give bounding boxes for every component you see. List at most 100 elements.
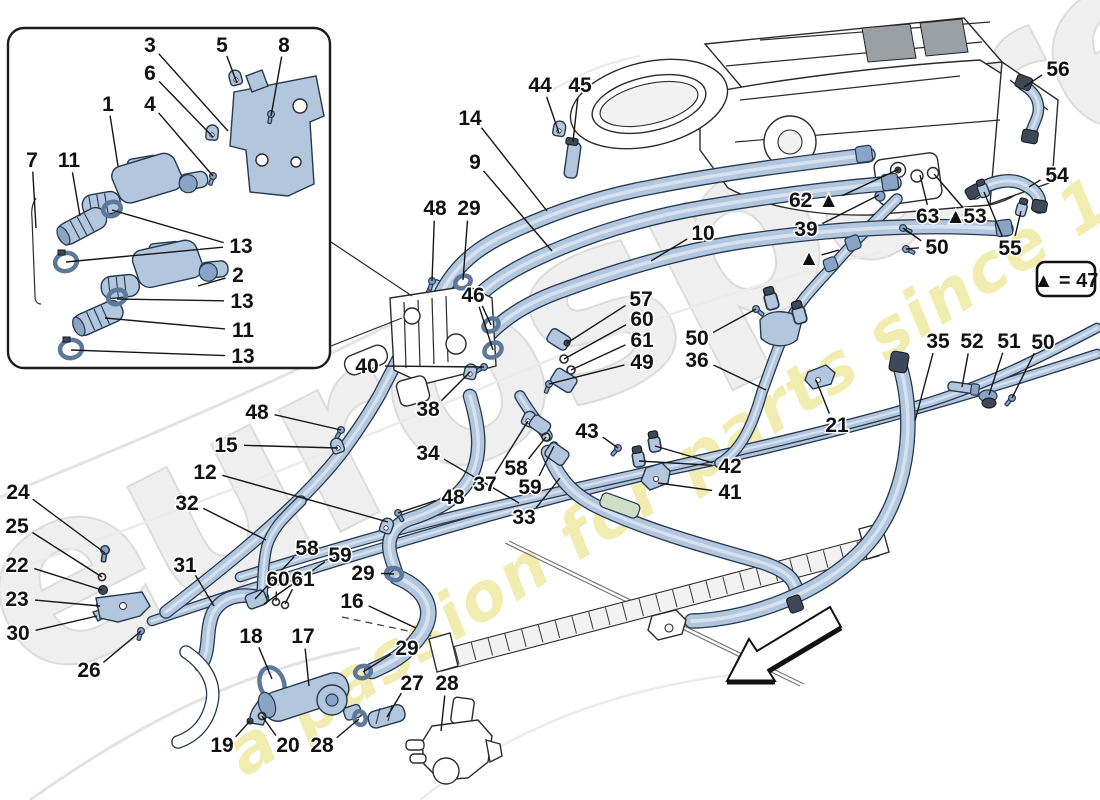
callout-22: 22 — [5, 554, 28, 577]
callout-29: 29 — [351, 562, 374, 585]
leader-line — [32, 171, 37, 229]
leader-line — [914, 352, 934, 422]
leader-line — [34, 599, 101, 607]
callout-13: 13 — [229, 235, 252, 258]
callout-63▲: 63 ▲ — [916, 205, 966, 228]
leader-line — [822, 194, 880, 225]
leader-line — [368, 605, 417, 629]
leader-line — [933, 173, 963, 208]
illustration — [91, 17, 1100, 785]
callout-11: 11 — [232, 319, 255, 342]
thermostat-housing — [405, 696, 503, 785]
leader-line — [116, 298, 225, 302]
leader-line — [462, 220, 469, 281]
leader-line — [397, 499, 436, 514]
callout-11: 11 — [58, 149, 81, 172]
leader-line — [431, 220, 435, 282]
callout-53: 53 — [963, 205, 986, 228]
leader-line — [902, 227, 922, 242]
leader-line — [194, 574, 215, 607]
leader-line — [362, 653, 392, 673]
callout-9: 9 — [469, 151, 481, 174]
callout-60: 60 — [630, 308, 653, 331]
leader-line — [261, 715, 277, 737]
callout-48: 48 — [441, 486, 465, 509]
callout-60: 60 — [266, 568, 289, 591]
leader-line — [527, 436, 547, 460]
leader-line — [1028, 179, 1041, 188]
lower-union — [244, 589, 290, 610]
callout-30: 30 — [6, 622, 29, 645]
callout-4: 4 — [144, 93, 156, 116]
solenoid-valve-block — [759, 284, 836, 390]
callout-5: 5 — [216, 34, 228, 57]
leader-line — [384, 365, 485, 368]
leader-line — [274, 413, 342, 431]
callout-34: 34 — [416, 442, 440, 465]
leader-line — [158, 53, 229, 132]
leader-line — [380, 572, 395, 575]
leader-line — [34, 567, 103, 591]
heater-valve-unit — [343, 285, 497, 407]
callout-51: 51 — [997, 330, 1021, 353]
callout-10: 10 — [691, 222, 714, 245]
pipe-fittings — [750, 144, 1014, 374]
callout-19: 19 — [210, 734, 233, 757]
leader-line — [109, 115, 119, 167]
callout-24: 24 — [6, 481, 30, 504]
callout-29: 29 — [457, 197, 480, 220]
leader-line — [35, 615, 98, 632]
callout-8: 8 — [278, 34, 290, 57]
callout-18: 18 — [239, 625, 263, 648]
callout-43: 43 — [575, 420, 598, 443]
callout-52: 52 — [960, 330, 983, 353]
leader-line — [548, 364, 625, 385]
leader-line — [197, 277, 226, 287]
callout-29: 29 — [395, 637, 418, 660]
callout-41: 41 — [718, 481, 742, 504]
leader-line — [158, 80, 214, 138]
callout-21: 21 — [825, 414, 849, 437]
leader-line — [713, 364, 767, 391]
callout-28: 28 — [435, 672, 459, 695]
leader-line — [65, 246, 224, 263]
callout-50: 50 — [925, 236, 948, 259]
leader-line — [657, 482, 713, 492]
leader-line — [304, 648, 310, 687]
callout-58: 58 — [504, 457, 528, 480]
callout-28: 28 — [310, 734, 334, 757]
leader-line — [243, 444, 339, 449]
callout-23: 23 — [5, 588, 28, 611]
callout-40: 40 — [355, 355, 378, 378]
callout-50: 50 — [1031, 331, 1054, 354]
leader-line — [226, 55, 238, 84]
leader-line — [712, 308, 757, 334]
callout-46: 46 — [461, 284, 484, 307]
callout-2: 2 — [232, 264, 244, 287]
leader-line — [270, 56, 283, 117]
legend-box — [1035, 260, 1097, 298]
leader-line — [563, 324, 627, 360]
leader-line — [480, 127, 548, 212]
leader-line — [336, 718, 360, 739]
leader-line — [70, 349, 226, 357]
leader-line — [535, 477, 561, 509]
inset-contents — [31, 68, 325, 361]
leader-line — [258, 647, 273, 680]
leader-line — [440, 695, 446, 732]
callout-1: 1 — [102, 93, 114, 116]
callout-16: 16 — [340, 590, 363, 613]
leader-line — [32, 531, 103, 578]
callout-39: 39 — [794, 218, 817, 241]
callout-50: 50 — [685, 327, 708, 350]
legend: ▲ = 47 — [1034, 260, 1098, 298]
callout-59: 59 — [328, 544, 351, 567]
leader-line — [570, 344, 626, 371]
sensor-44-45 — [551, 119, 582, 179]
callout-55: 55 — [998, 237, 1022, 260]
leader-line — [263, 561, 326, 605]
callout-45: 45 — [568, 74, 592, 97]
background-panel-lines — [0, 54, 881, 800]
leader-line — [482, 170, 553, 252]
leader-line — [566, 304, 626, 344]
